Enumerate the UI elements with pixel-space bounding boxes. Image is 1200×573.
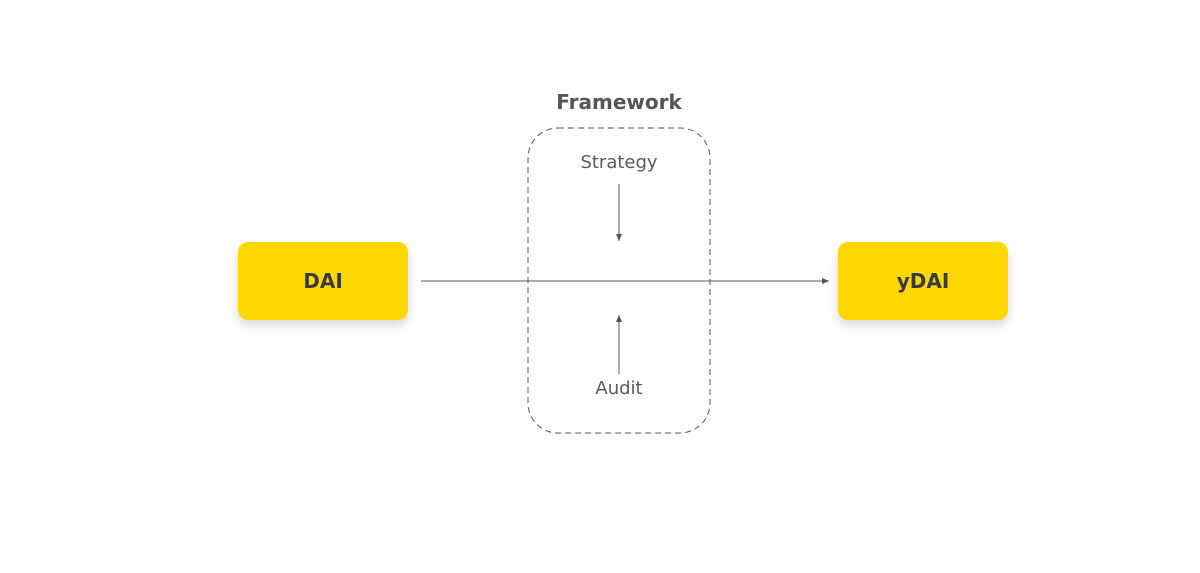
strategy-label: Strategy (580, 152, 658, 173)
dai-node: DAI (238, 242, 408, 320)
ydai-node: yDAI (838, 242, 1008, 320)
framework-title: Framework (556, 90, 682, 114)
audit-label: Audit (595, 378, 643, 399)
